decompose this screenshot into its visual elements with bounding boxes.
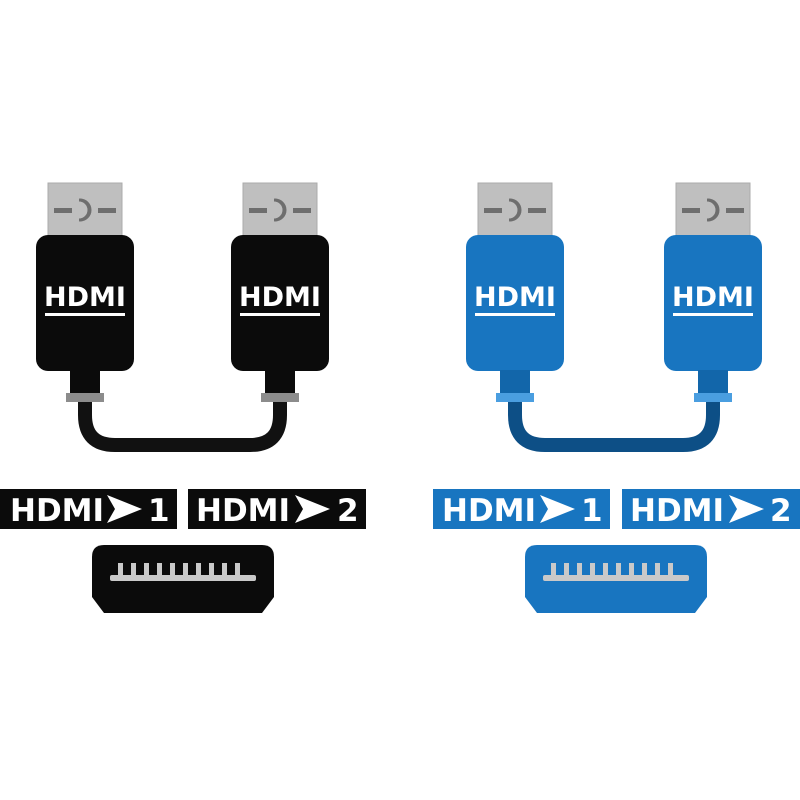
socket-pins xyxy=(110,563,256,581)
plug-tip-icon xyxy=(46,181,124,239)
black-port-label-2: HDMI 2 xyxy=(188,489,366,529)
port-label-text: HDMI xyxy=(196,493,290,529)
blue-port-label-1: HDMI 1 xyxy=(433,489,610,529)
blue-cable-set: HDMI HDMI HDMI 1 HDMI 2 xyxy=(433,181,800,613)
blue-cable xyxy=(508,393,720,452)
port-label-text: HDMI xyxy=(10,493,104,529)
black-cable xyxy=(78,393,287,452)
plug-tip-icon xyxy=(241,181,319,239)
port-number: 1 xyxy=(581,493,603,529)
arrow-right-icon xyxy=(107,495,142,523)
blue-port-label-2: HDMI 2 xyxy=(622,489,800,529)
black-plug-left: HDMI xyxy=(36,181,134,402)
plug-label: HDMI xyxy=(474,282,556,313)
plug-label: HDMI xyxy=(44,282,126,313)
blue-plug-left: HDMI xyxy=(466,181,564,402)
port-number: 2 xyxy=(770,493,792,529)
hdmi-port-icon xyxy=(525,545,707,613)
blue-plug-right: HDMI xyxy=(664,181,762,402)
arrow-right-icon xyxy=(540,495,575,523)
port-label-text: HDMI xyxy=(630,493,724,529)
arrow-right-icon xyxy=(295,495,330,523)
plug-tip-icon xyxy=(674,181,752,239)
port-label-text: HDMI xyxy=(442,493,536,529)
plug-label: HDMI xyxy=(239,282,321,313)
socket-pins xyxy=(543,563,689,581)
plug-label: HDMI xyxy=(672,282,754,313)
plug-tip-icon xyxy=(476,181,554,239)
black-cable-set: HDMI HDMI HDMI 1 HDMI 2 xyxy=(0,181,366,613)
port-number: 2 xyxy=(337,493,359,529)
arrow-right-icon xyxy=(729,495,764,523)
hdmi-port-icon xyxy=(92,545,274,613)
black-port-label-1: HDMI 1 xyxy=(0,489,177,529)
black-plug-right: HDMI xyxy=(231,181,329,402)
port-number: 1 xyxy=(148,493,170,529)
